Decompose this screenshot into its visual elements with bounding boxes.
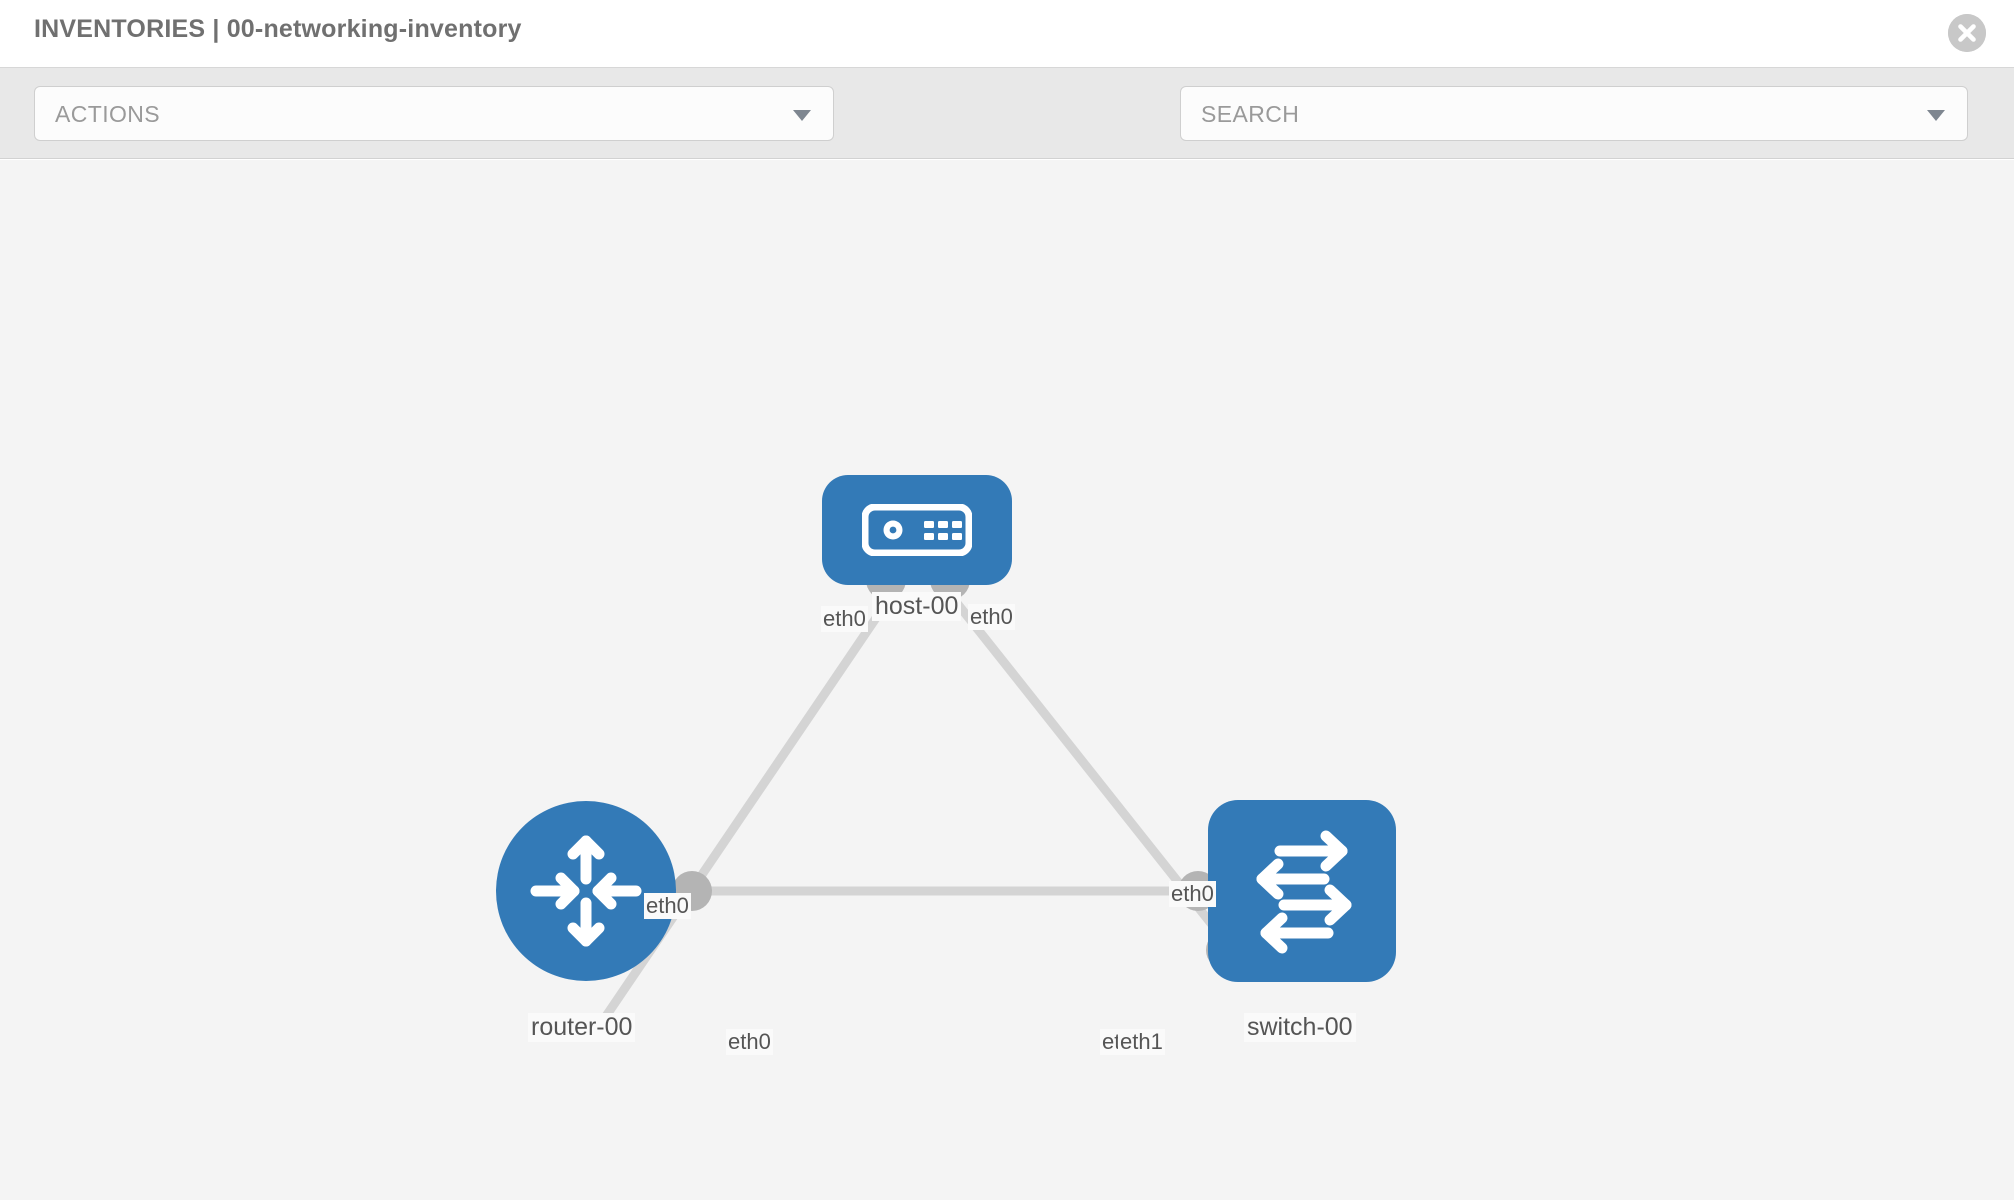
server-icon — [862, 504, 972, 556]
close-icon[interactable] — [1948, 14, 1986, 52]
node-router-00[interactable] — [496, 801, 676, 981]
page-header: INVENTORIES | 00-networking-inventory — [0, 0, 2014, 68]
edge-label-host-left: eth0 — [821, 606, 868, 632]
node-switch-00[interactable] — [1208, 800, 1396, 982]
edge-label-switch-left: eth1 — [1118, 1029, 1165, 1055]
search-input[interactable]: SEARCH — [1180, 86, 1968, 141]
host-node-shape — [822, 475, 1012, 585]
chevron-down-icon — [793, 110, 811, 121]
search-placeholder: SEARCH — [1201, 101, 1300, 127]
node-host-00[interactable] — [822, 475, 1012, 585]
node-label-switch-00: switch-00 — [1244, 1013, 1356, 1042]
toolbar: ACTIONS SEARCH — [0, 68, 2014, 201]
page-title: INVENTORIES | 00-networking-inventory — [34, 15, 522, 43]
actions-dropdown-label: ACTIONS — [55, 101, 161, 127]
edge-label-router-right: eth0 — [726, 1029, 773, 1055]
chevron-down-icon[interactable] — [1927, 110, 1945, 121]
topology-edges — [596, 585, 1244, 1028]
edge-label-switch-up: eth0 — [1169, 881, 1216, 907]
switch-node-shape — [1208, 800, 1396, 982]
router-node-shape — [496, 801, 676, 981]
actions-dropdown[interactable]: ACTIONS — [34, 86, 834, 141]
node-label-host-00: host-00 — [872, 592, 962, 621]
edge-label-router-up: eth0 — [644, 893, 691, 919]
edge-label-host-right: eth0 — [968, 604, 1015, 630]
node-label-router-00: router-00 — [528, 1013, 636, 1042]
router-arrows-icon — [530, 835, 642, 947]
switch-arrows-icon — [1256, 830, 1352, 954]
topology-canvas[interactable]: host-00 r — [0, 160, 2014, 1200]
